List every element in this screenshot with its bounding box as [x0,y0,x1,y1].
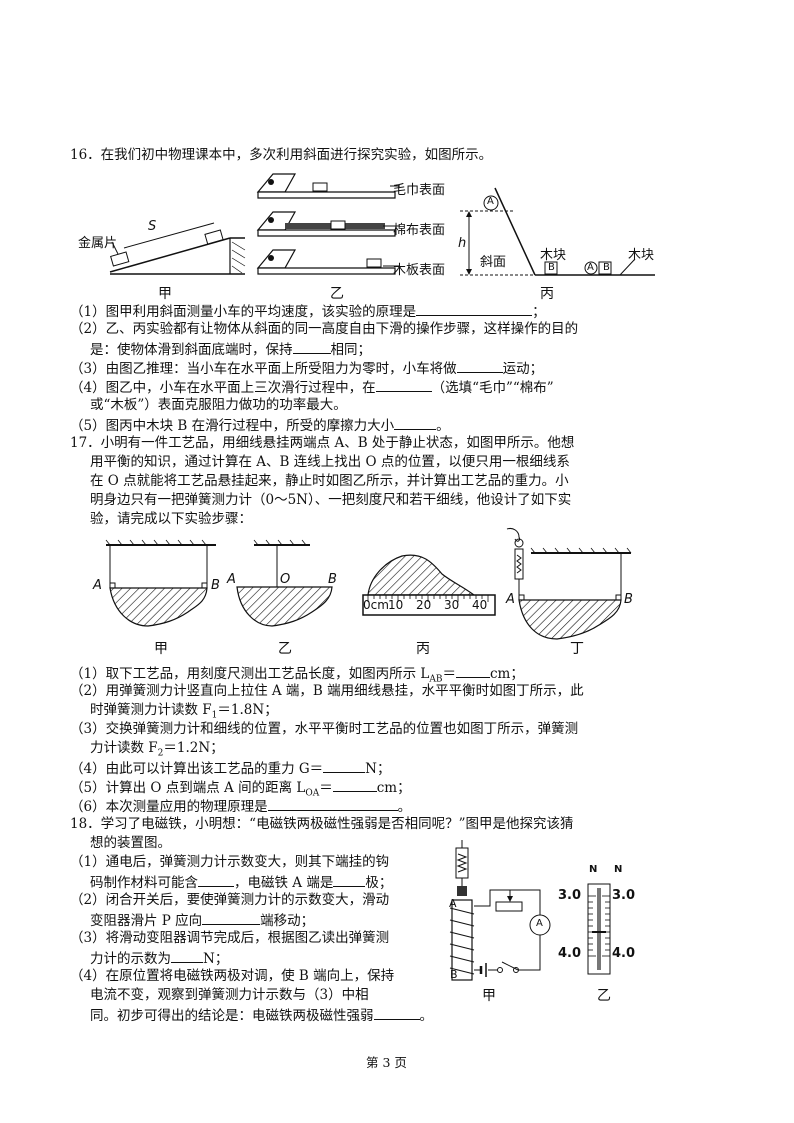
caption-yi: 乙 [330,286,344,302]
q18-caption-jia: 甲 [482,988,496,1004]
q18-item-2b: 变阻器滑片 P 应向端移动； [90,910,314,930]
q17-stem-5: 验，请完成以下实验步骤： [90,511,252,527]
caption-jia: 甲 [158,286,172,302]
ammeter-label: A [536,918,543,929]
magnet-b-label: B [450,968,458,981]
cotton-surface-label: 棉布表面 [393,223,446,238]
q16-item-2a: （2）乙、丙实验都有让物体从斜面的同一高度自由下滑的操作步骤，这样操作的目的 [70,321,579,337]
scale-3-right: 3.0 [612,888,636,903]
q17-stem-1: 17．小明有一件工艺品，用细线悬挂两端点 A、B 处于静止状态，如图甲所示。他想 [70,435,575,451]
block-b-label: B [548,262,555,273]
q18-caption-yi: 乙 [597,988,611,1004]
scale-n-right: N [614,864,623,875]
q18-item-2a: （2）闭合开关后，要使弹簧测力计的示数变大，滑动 [70,892,390,908]
q17-jia-b-label: B [211,578,220,593]
q17-figure-jia [105,539,216,627]
q17-item-2a: （2）用弹簧测力计竖直向上拉住 A 端，B 端用细线悬挂，水平平衡时如图丁所示，… [70,683,584,699]
q18-figure-jia [449,840,551,981]
slope-label: 斜面 [480,255,507,270]
q17-item-1: （1）取下工艺品，用刻度尺测出工艺品长度，如图丙所示 LAB＝cm； [70,663,524,689]
q16-figure-bing [460,187,655,276]
q18-item-3a: （3）将滑动变阻器调节完成后，根据图乙读出弹簧测 [70,930,390,946]
q17-item-6: （6）本次测量应用的物理原理是。 [70,796,411,816]
q16-stem: 16．在我们初中物理课本中，多次利用斜面进行探究实验，如图所示。 [70,147,493,163]
q18-item-1a: （1）通电后，弹簧测力计示数变大，则其下端挂的钩 [70,854,390,870]
q17-item-4: （4）由此可以计算出该工艺品的重力 G＝N； [70,758,390,778]
q16-item-5: （5）图丙中木块 B 在滑行过程中，所受的摩擦力大小。 [70,415,450,435]
ball-a-label: A [487,196,494,207]
q17-item-5: （5）计算出 O 点到端点 A 间的距离 LOA＝cm； [70,777,411,803]
q18-item-4a: （4）在原位置将电磁铁两极对调，使 B 端向上，保持 [70,968,395,984]
q17-yi-o-label: O [280,572,291,587]
q16-item-4a: （4）图乙中，小车在水平面上三次滑行过程中，在（选填“毛巾”“棉布” [70,377,554,397]
q17-item-2b: 时弹簧测力计读数 F1＝1.8N； [90,702,278,721]
wood-surface-label: 木板表面 [393,263,446,278]
ruler-label-30: 30 [444,598,460,612]
block-b2-label: B [603,262,610,273]
q17-caption-ding: 丁 [570,641,584,657]
distance-s-label: S [148,219,157,234]
q18-item-1b: 码制作材料可能含，电磁铁 A 端是极； [90,872,392,892]
ball-a2-label: A [587,262,594,273]
q17-item-3a: （3）交换弹簧测力计和细线的位置，水平平衡时工艺品的位置也如图丁所示，弹簧测 [70,721,579,737]
ruler-label-20: 20 [416,598,432,612]
q17-stem-4: 明身边只有一把弹簧测力计（0～5N）、一把刻度尺和若干细线，他设计了如下实 [90,492,572,508]
q18-stem-2: 想的装置图。 [90,835,171,851]
q17-yi-b-label: B [328,572,337,587]
q17-ding-a-label: A [506,592,515,607]
q16-figure-jia [109,222,246,275]
metal-piece-label: 金属片 [78,236,118,251]
q16-item-1: （1）图甲利用斜面测量小车的平均速度，该实验的原理是； [70,301,546,321]
q16-item-4b: 或“木板”）表面克服阻力做功的功率最大。 [90,397,347,413]
q17-ding-b-label: B [624,592,633,607]
block-label-2: 木块 [628,248,655,263]
page-number: 第 3 页 [366,1055,407,1070]
q18-stem-1: 18．学习了电磁铁，小明想：“电磁铁两极磁性强弱是否相同呢？”图甲是他探究该猜 [70,816,574,832]
scale-3-left: 3.0 [558,888,582,903]
q17-yi-a-label: A [227,572,236,587]
q17-item-3b: 力计读数 F2＝1.2N； [90,740,224,759]
block-label-1: 木块 [540,248,567,263]
q17-caption-jia: 甲 [154,641,168,657]
q16-item-3: （3）由图乙推理：当小车在水平面上所受阻力为零时，小车将做运动； [70,358,543,378]
scale-4-left: 4.0 [558,946,582,961]
caption-bing: 丙 [540,286,554,302]
q17-caption-yi: 乙 [278,641,292,657]
ruler-label-40: 40 [472,598,488,612]
q18-item-4c: 同。初步可得出的结论是：电磁铁两极磁性强弱。 [90,1005,433,1025]
q17-figure-ding [506,528,632,640]
q17-stem-3: 在 O 点就能将工艺品悬挂起来，静止时如图乙所示，并计算出工艺品的重力。小 [90,473,569,489]
q17-jia-a-label: A [93,578,102,593]
q17-figure-bing [362,554,496,616]
scale-n-left: N [589,864,598,875]
height-h-label: h [458,236,467,251]
ruler-label-10: 10 [388,598,404,612]
q16-figure-yi [256,173,400,275]
q17-stem-2: 用平衡的知识，通过计算在 A、B 连线上找出 O 点的位置，以便只用一根细线系 [90,454,570,470]
towel-surface-label: 毛巾表面 [393,183,446,198]
q16-item-2b: 是：使物体滑到斜面底端时，保持相同； [90,339,371,359]
q17-figure-yi [236,539,333,627]
magnet-a-label: A [449,897,457,910]
q17-caption-bing: 丙 [416,641,430,657]
q18-figure-yi [587,883,611,975]
q18-item-4b: 电流不变，观察到弹簧测力计示数与（3）中相 [90,987,369,1003]
ruler-label-0: 0cm [363,598,389,612]
scale-4-right: 4.0 [612,946,636,961]
